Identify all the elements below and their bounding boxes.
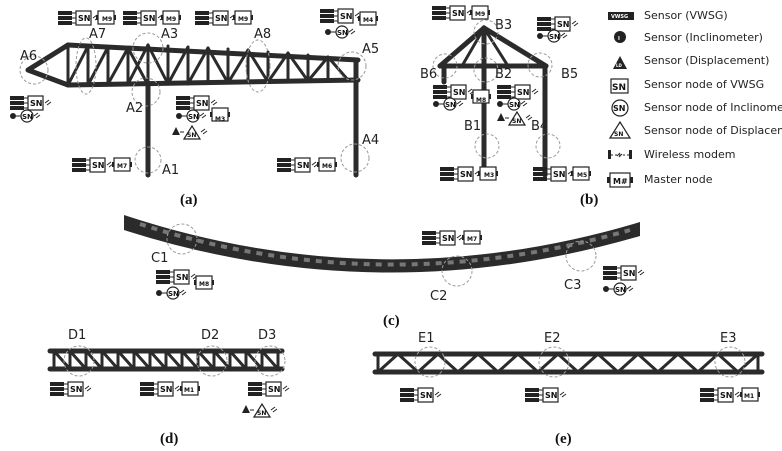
legend-label: Sensor (VWSG)	[644, 9, 728, 22]
point-label-A8: A8	[254, 27, 271, 42]
panel-d-measure-circles	[63, 345, 286, 377]
panel-b-measure-circles	[432, 19, 561, 159]
point-label-A6: A6	[20, 49, 37, 64]
master-label: M8	[476, 97, 486, 104]
master-label: M5	[577, 172, 587, 179]
panel-d-sensor-nodes: M1	[49, 381, 290, 418]
panel-c-sensor-nodes: M7 M8	[155, 230, 645, 300]
panel-label-b: (b)	[580, 192, 598, 208]
legend-label: Wireless modem	[644, 148, 735, 161]
legend-label: Sensor node of Displacement	[644, 124, 782, 137]
master-label: M4	[363, 17, 373, 24]
master-label: M8	[199, 281, 209, 288]
legend-label: Master node	[644, 173, 713, 186]
point-label-B6: B6	[420, 67, 437, 82]
panel-a-point-labels: A1 A2 A3 A4 A5 A6 A7 A8	[20, 27, 379, 178]
inclinometer-sensor-icon: I	[614, 31, 626, 43]
panel-e-sensor-nodes: M1	[399, 387, 761, 403]
panel-b-sensor-nodes: M9 M8 M3 M5	[431, 5, 592, 182]
panel-a-sensor-nodes: M9 M9 M9 M4 M3 M7 M6	[9, 8, 379, 173]
svg-text:VWSG: VWSG	[611, 14, 628, 20]
point-label-A7: A7	[89, 27, 106, 42]
wireless-modem-icon	[608, 150, 632, 159]
inclinometer-sensor-node-icon: SN	[611, 99, 629, 117]
vwsg-sensor-node-icon: SN	[610, 78, 629, 94]
svg-text:M: M	[613, 177, 621, 186]
point-label-B2: B2	[495, 67, 512, 82]
panel-a-measure-circles	[19, 32, 370, 174]
point-label-B3: B3	[495, 18, 512, 33]
master-label: M1	[184, 387, 194, 394]
panel-e-point-labels: E1 E2 E3	[418, 331, 737, 346]
panel-d-point-labels: D1 D2 D3	[68, 328, 276, 343]
point-label-C1: C1	[151, 251, 168, 266]
master-label: M3	[215, 116, 225, 123]
point-label-C2: C2	[430, 289, 447, 304]
master-label: M3	[484, 172, 494, 179]
panel-e-structure	[372, 351, 765, 375]
legend: VWSG Sensor (VWSG) I Sensor (Inclinomete…	[607, 9, 782, 188]
panel-b-point-labels: B1 B2 B3 B4 B5 B6	[420, 18, 578, 134]
panel-c-structure	[124, 215, 640, 273]
panel-label-e: (e)	[555, 431, 572, 447]
svg-text:I: I	[618, 36, 620, 42]
panel-d-structure	[47, 348, 285, 372]
displacement-sensor-node-icon: SN	[608, 120, 632, 139]
panel-label-d: (d)	[160, 431, 178, 447]
master-label: M6	[322, 163, 332, 170]
point-label-C3: C3	[564, 278, 581, 293]
master-label: M7	[467, 236, 477, 243]
point-label-A3: A3	[161, 27, 178, 42]
panel-e-measure-circles	[414, 346, 746, 378]
panel-label-c: (c)	[383, 313, 400, 329]
point-label-A1: A1	[162, 163, 179, 178]
master-label: M9	[475, 11, 485, 18]
point-label-A5: A5	[362, 42, 379, 57]
panel-label-a: (a)	[180, 192, 198, 208]
point-label-E3: E3	[720, 331, 737, 346]
master-node-icon: M #	[607, 172, 633, 188]
point-label-E1: E1	[418, 331, 435, 346]
point-label-B1: B1	[464, 119, 481, 134]
point-label-D2: D2	[201, 328, 219, 343]
legend-label: Sensor node of Inclinometer	[644, 101, 782, 114]
point-label-B5: B5	[561, 67, 578, 82]
legend-label: Sensor (Inclinometer)	[644, 31, 763, 44]
svg-text:#: #	[621, 177, 628, 186]
svg-text:SN: SN	[614, 131, 623, 138]
point-label-A4: A4	[362, 133, 379, 148]
master-label: M9	[166, 16, 176, 23]
legend-label: Sensor (Displacement)	[644, 54, 769, 67]
point-label-E2: E2	[544, 331, 561, 346]
master-label: M1	[744, 393, 754, 400]
svg-text:SN: SN	[612, 83, 626, 93]
displacement-sensor-icon: LD	[613, 56, 627, 69]
svg-text:LD: LD	[616, 63, 623, 68]
svg-text:SN: SN	[613, 104, 625, 113]
point-label-D3: D3	[258, 328, 276, 343]
vwsg-sensor-icon: VWSG	[608, 12, 634, 20]
panel-c-point-labels: C1 C2 C3	[151, 251, 581, 304]
legend-label: Sensor node of VWSG	[644, 78, 764, 91]
master-label: M7	[117, 163, 127, 170]
panel-c-measure-circles	[166, 223, 597, 287]
point-label-B4: B4	[531, 119, 548, 134]
master-label: M9	[238, 16, 248, 23]
master-label: M9	[102, 16, 112, 23]
point-label-A2: A2	[126, 101, 143, 116]
point-label-D1: D1	[68, 328, 86, 343]
